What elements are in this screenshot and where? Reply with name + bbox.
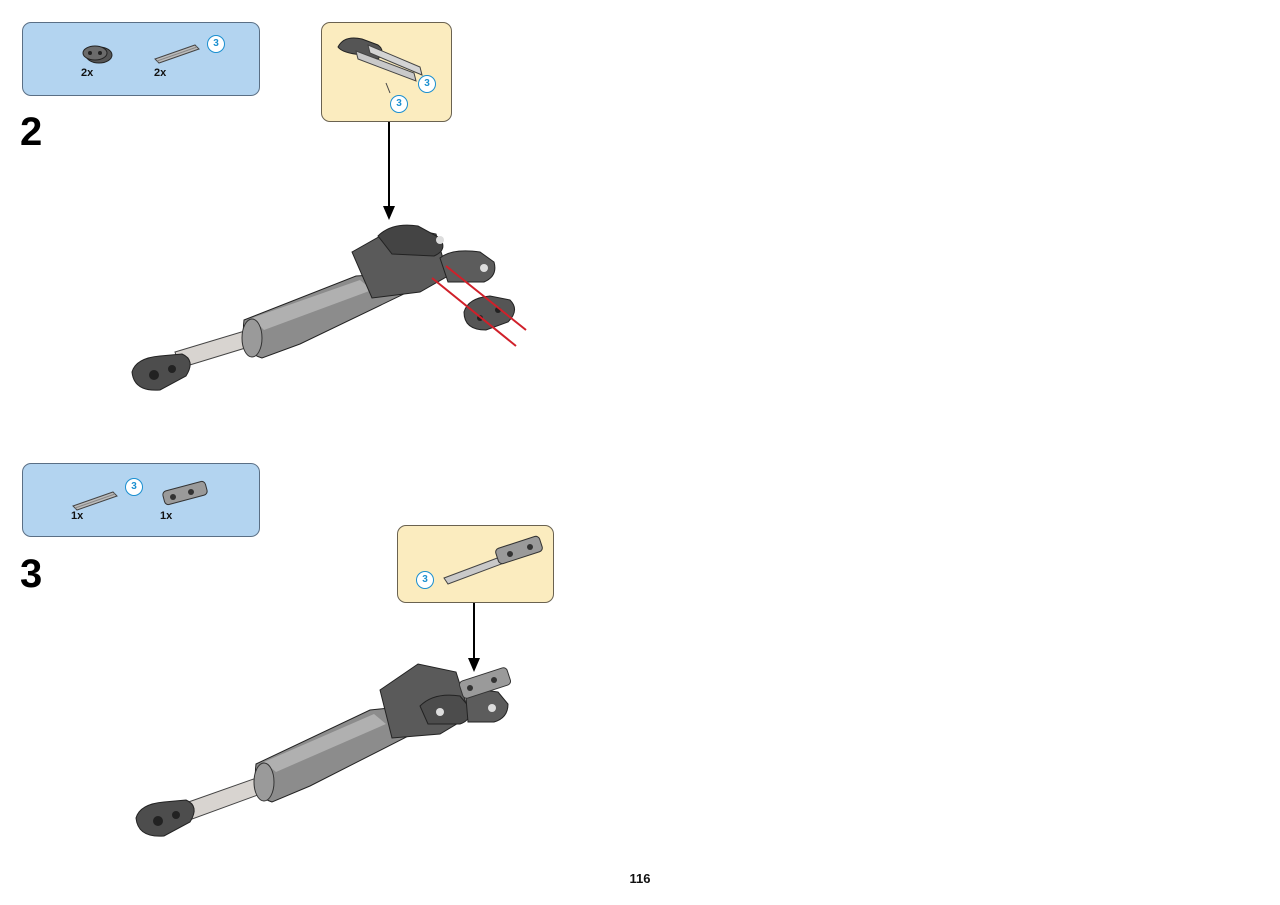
part-quantity: 2x bbox=[81, 67, 94, 79]
step-number: 2 bbox=[20, 110, 43, 154]
step-2-linear-actuator-icon bbox=[131, 224, 515, 391]
universal-joint-icon bbox=[162, 480, 208, 506]
axle-length-badge: 3 bbox=[418, 75, 436, 93]
step-number: 3 bbox=[20, 552, 43, 596]
step-3-parts-callout: 1x 1x 3 bbox=[22, 463, 260, 537]
axle-length-badge: 3 bbox=[207, 35, 225, 53]
step-3-placement-arrow bbox=[468, 603, 480, 672]
axle-3-icon bbox=[154, 44, 200, 64]
step-3-subassembly-callout: 3 bbox=[397, 525, 554, 603]
subassembly-drawing bbox=[443, 535, 543, 585]
step-3-parts-drawing bbox=[72, 480, 208, 511]
subassembly-drawing bbox=[337, 37, 423, 94]
part-quantity: 2x bbox=[154, 67, 167, 79]
step-3-linear-actuator-icon bbox=[135, 663, 512, 837]
part-quantity: 1x bbox=[160, 510, 173, 522]
axle-length-badge: 3 bbox=[125, 478, 143, 496]
beam-with-axles-icon bbox=[337, 37, 423, 94]
axle-length-badge: 3 bbox=[390, 95, 408, 113]
step-2-subassembly-callout: 3 3 bbox=[321, 22, 452, 122]
part-quantity: 1x bbox=[71, 510, 84, 522]
step-2-insertion-arrows bbox=[431, 265, 527, 347]
axle-length-badge: 3 bbox=[416, 571, 434, 589]
axle-3-icon bbox=[72, 491, 118, 511]
step-2-parts-drawing bbox=[82, 44, 200, 64]
beam-2-icon bbox=[82, 45, 113, 64]
page-number: 116 bbox=[629, 871, 651, 886]
axle-with-joint-icon bbox=[443, 535, 543, 585]
step-2-placement-arrow bbox=[383, 122, 395, 220]
step-2-parts-callout: 2x 2x 3 bbox=[22, 22, 260, 96]
